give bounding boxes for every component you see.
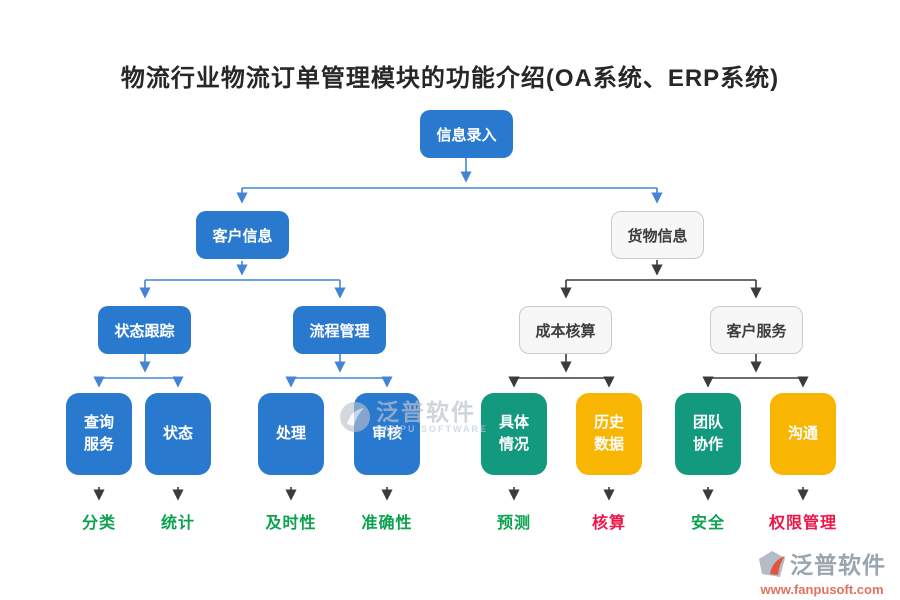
outcome-permission-management: 权限管理 [768,515,838,532]
outcome-classification: 分类 [81,515,117,532]
dark-connectors [93,260,809,501]
node-label: 客户信息 [212,227,273,245]
node-label: 客户服务 [726,322,787,340]
node-label: 团队协作 [692,414,723,453]
node-process-management: 流程管理 [293,306,386,354]
node-query-service: 查询服务 [66,393,132,475]
node-handling: 处理 [258,393,324,475]
node-review: 审核 [354,393,420,475]
node-label: 状态跟踪 [114,322,175,340]
blue-connectors [93,156,663,388]
node-label: 沟通 [787,425,818,443]
fanpu-logo-icon [759,551,785,577]
node-communication: 沟通 [770,393,836,475]
outcome-accounting: 核算 [591,515,627,532]
node-status-tracking: 状态跟踪 [98,306,191,354]
outcome-statistics: 统计 [160,515,196,532]
node-team-collaboration: 团队协作 [675,393,741,475]
watermark-url: www.fanpusoft.com [760,582,884,597]
corner-watermark: 泛普软件 www.fanpusoft.com [758,550,886,597]
node-customer-service: 客户服务 [710,306,803,354]
diagram-title: 物流行业物流订单管理模块的功能介绍(OA系统、ERP系统) [120,65,780,92]
node-status: 状态 [145,393,211,475]
node-info-entry: 信息录入 [420,110,513,158]
outcome-accuracy: 准确性 [361,515,413,532]
watermark-brand: 泛普软件 [790,551,886,578]
node-cargo-info: 货物信息 [611,211,704,259]
node-label: 信息录入 [436,126,497,144]
outcome-prediction: 预测 [496,515,532,532]
node-label: 历史数据 [593,414,624,453]
node-label: 查询服务 [83,414,114,453]
outcome-security: 安全 [690,515,726,532]
node-label: 成本核算 [535,322,596,340]
outcome-timeliness: 及时性 [265,515,317,532]
node-label: 流程管理 [309,322,370,340]
node-label: 审核 [371,425,402,443]
node-label: 处理 [275,425,306,443]
node-label: 具体情况 [498,414,529,453]
node-customer-info: 客户信息 [196,211,289,259]
node-history-data: 历史数据 [576,393,642,475]
node-specific-details: 具体情况 [481,393,547,475]
node-label: 状态 [162,425,193,443]
node-label: 货物信息 [627,227,688,245]
node-cost-accounting: 成本核算 [519,306,612,354]
